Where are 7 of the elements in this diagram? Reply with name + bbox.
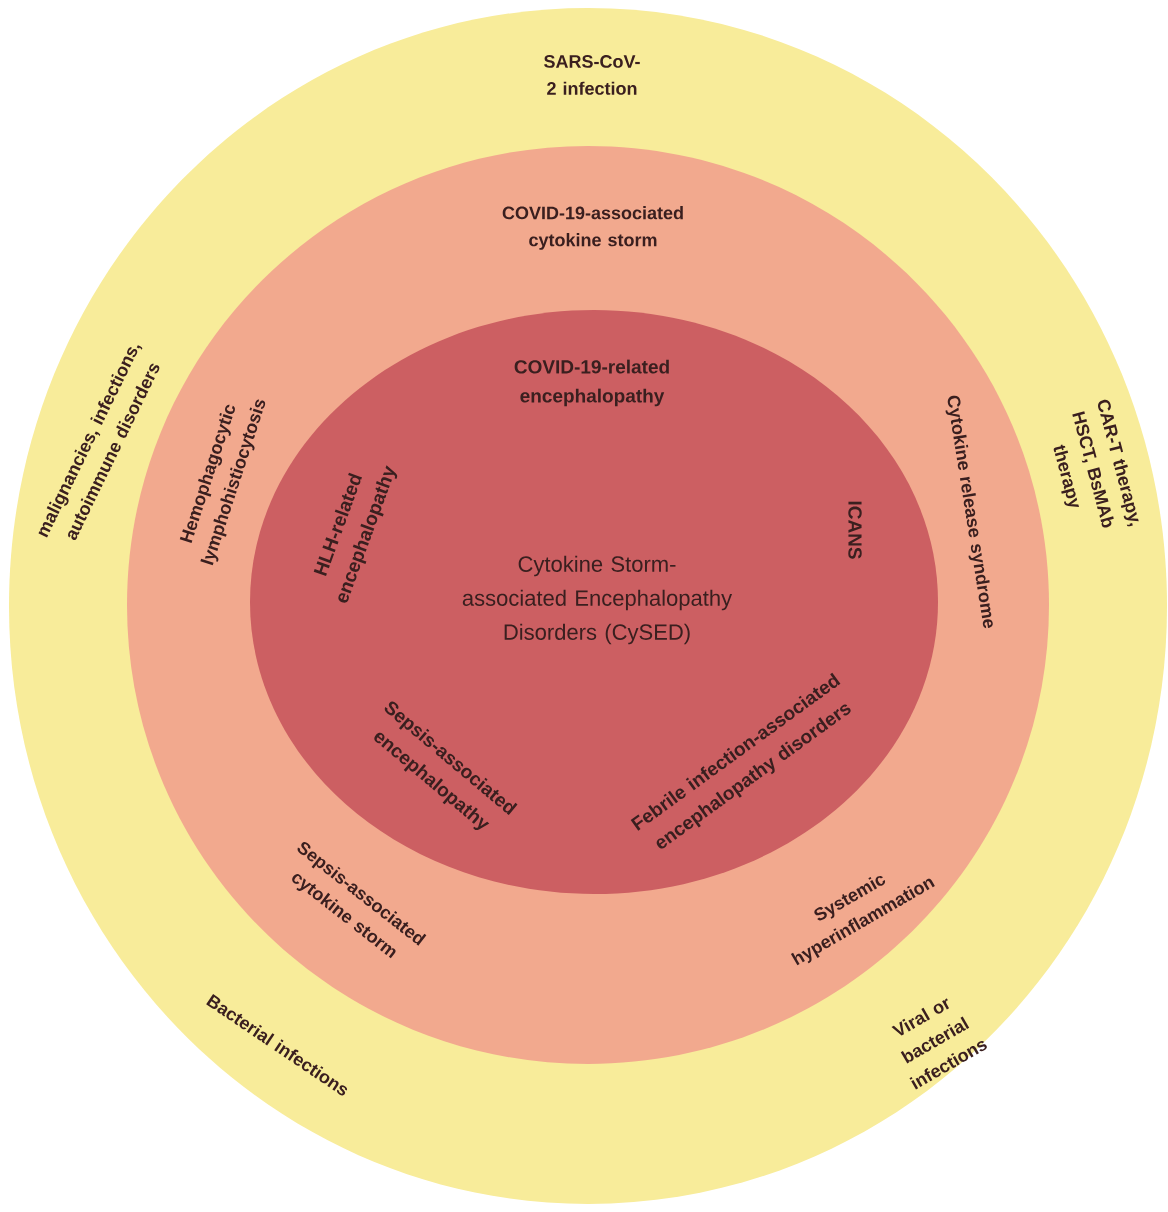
region-label: CAR-T therapy, HSCT, BsMAb therapy	[1053, 399, 1139, 528]
region-label: COVID-19-related encephalopathy	[514, 359, 669, 407]
region-label: Cytokine Storm-associated Encephalopathy Disorders (CySED)	[462, 555, 733, 645]
region-label: ICANS	[848, 501, 862, 559]
region-label: COVID-19-associated cytokine storm	[502, 206, 683, 250]
region-label: SARS-CoV-2 infection	[544, 55, 640, 95]
region-label: Cytokine release syndrome	[945, 395, 993, 629]
